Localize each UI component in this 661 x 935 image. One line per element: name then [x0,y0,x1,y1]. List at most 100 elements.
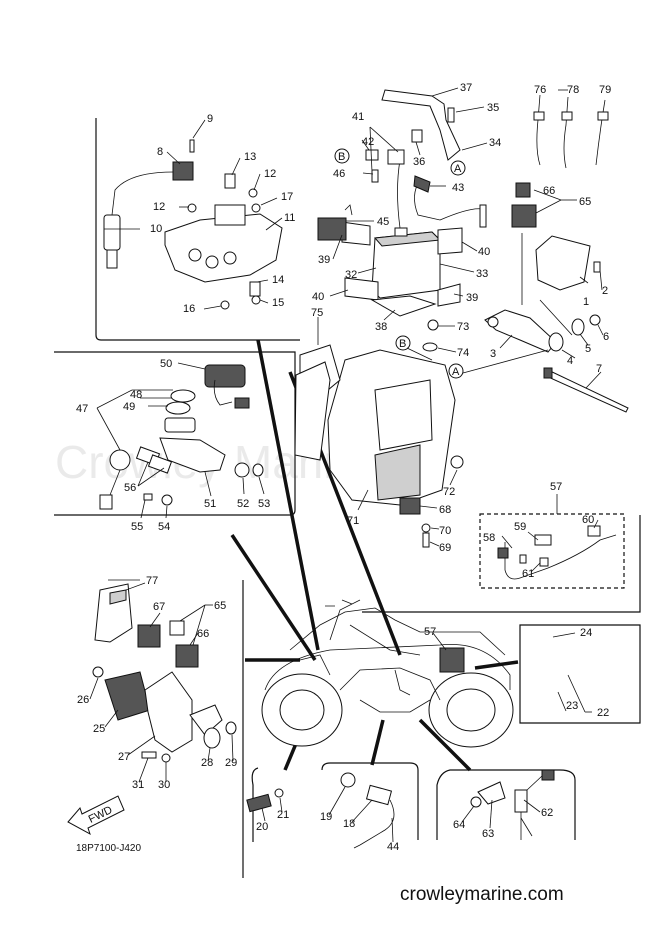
part-label-2: 2 [602,285,608,297]
part-label-43: 43 [452,182,464,194]
part-label-78: 78 [567,84,579,96]
part-label-33: 33 [476,268,488,280]
part-label-42: 42 [362,136,374,148]
part-label-57b: 57 [424,626,436,638]
part-label-10: 10 [150,223,162,235]
part-label-60: 60 [582,514,594,526]
website-label: crowleymarine.com [400,884,564,905]
part-label-24: 24 [580,627,592,639]
svg-text:B: B [338,151,345,163]
part-label-37: 37 [460,82,472,94]
part-label-34: 34 [489,137,501,149]
part-label-16: 16 [183,303,195,315]
part-label-62: 62 [541,807,553,819]
part-label-23: 23 [566,700,578,712]
part-label-45: 45 [377,216,389,228]
part-label-26: 26 [77,694,89,706]
part-label-12a: 12 [153,201,165,213]
ignition-coil-group [103,139,283,310]
part-label-5: 5 [585,343,591,355]
part-label-1: 1 [583,296,589,308]
part-label-38: 38 [375,321,387,333]
part-label-20: 20 [256,821,268,833]
part-label-57a: 57 [550,481,562,493]
part-label-70: 70 [439,525,451,537]
part-label-73: 73 [457,321,469,333]
part-label-75: 75 [311,307,323,319]
part-label-3: 3 [490,348,496,360]
part-label-55: 55 [131,521,143,533]
part-label-13: 13 [244,151,256,163]
part-label-66b: 66 [197,628,209,640]
part-label-40a: 40 [478,246,490,258]
svg-text:B: B [399,338,406,350]
part-label-72: 72 [443,486,455,498]
part-label-39a: 39 [318,254,330,266]
part-numbers: 1 2 3 4 5 6 7 8 9 10 11 12 12 13 14 15 1… [76,82,611,853]
part-label-14: 14 [272,274,284,286]
part-label-47: 47 [76,403,88,415]
atv-vehicle [261,599,514,748]
part-label-77: 77 [146,575,158,587]
part-label-69: 69 [439,542,451,554]
part-label-40b: 40 [312,291,324,303]
part-label-79: 79 [599,84,611,96]
part-label-63: 63 [482,828,494,840]
part-label-29: 29 [225,757,237,769]
battery-box-group [294,319,464,548]
part-label-49: 49 [123,401,135,413]
part-label-35: 35 [487,102,499,114]
part-label-46: 46 [333,168,345,180]
part-label-71: 71 [347,515,359,527]
part-label-30: 30 [158,779,170,791]
part-label-21: 21 [277,809,289,821]
part-label-54: 54 [158,521,170,533]
part-label-64: 64 [453,819,465,831]
part-label-53: 53 [258,498,270,510]
part-label-44: 44 [387,841,399,853]
part-label-50: 50 [160,358,172,370]
part-leaders [89,87,604,843]
part-label-68: 68 [439,504,451,516]
part-label-65a: 65 [579,196,591,208]
part-label-41: 41 [352,111,364,123]
svg-text:FWD: FWD [87,804,115,826]
part-label-4: 4 [567,355,573,367]
part-label-19: 19 [320,811,332,823]
part-label-65b: 65 [214,600,226,612]
fwd-arrow: FWD [67,795,125,836]
part-label-28: 28 [201,757,213,769]
part-label-67: 67 [153,601,165,613]
part-label-59: 59 [514,521,526,533]
circle-refs: A A B B [334,148,549,379]
part-label-11: 11 [284,212,295,224]
part-label-32: 32 [345,269,357,281]
part-label-36: 36 [413,156,425,168]
part-label-8: 8 [157,146,163,158]
harness-inset [497,525,617,580]
part-label-27: 27 [118,751,130,763]
part-label-74: 74 [457,347,469,359]
part-label-66a: 66 [543,185,555,197]
bottom-sensor-groups [246,769,555,849]
svg-text:A: A [452,366,460,378]
regulator-group [92,583,237,763]
part-label-39b: 39 [466,292,478,304]
part-label-12b: 12 [264,168,276,180]
battery-group [317,89,487,317]
part-label-6: 6 [603,331,609,343]
drawing-code: 18P7100-J420 [76,843,141,854]
part-label-7: 7 [596,363,602,375]
part-label-18: 18 [343,818,355,830]
part-label-76: 76 [534,84,546,96]
part-label-61: 61 [522,568,534,580]
part-label-52: 52 [237,498,249,510]
part-label-15: 15 [272,297,284,309]
part-label-25: 25 [93,723,105,735]
part-label-58: 58 [483,532,495,544]
part-label-51: 51 [204,498,216,510]
part-label-17: 17 [281,191,293,203]
part-label-9: 9 [207,113,213,125]
part-label-56: 56 [124,482,136,494]
